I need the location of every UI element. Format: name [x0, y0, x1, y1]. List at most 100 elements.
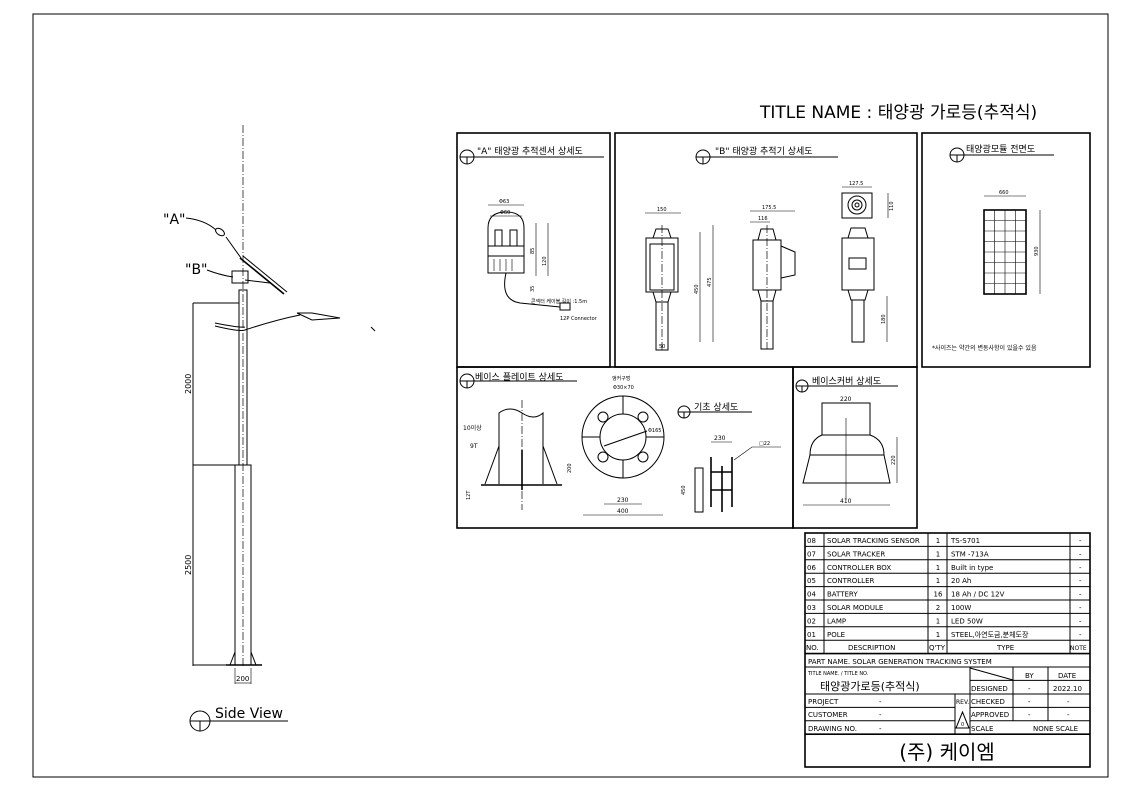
dimension-phi63: Φ63	[499, 199, 509, 205]
cell-no: 04	[807, 591, 816, 599]
dimension-127-5: 127.5	[849, 181, 863, 187]
dimension-110: 110	[889, 201, 895, 211]
dimension-2500: 2500	[184, 555, 193, 575]
cell-type: TS-S701	[950, 537, 980, 545]
cell-type: Built in type	[951, 564, 993, 572]
cell-desc: SOLAR TRACKING SENSOR	[827, 537, 920, 545]
cell-type: 18 Ah / DC 12V	[951, 591, 1005, 599]
cell-type: STM -713A	[951, 550, 989, 558]
dimension-50: 50	[659, 344, 665, 350]
dimension-150: 150	[657, 207, 667, 213]
cell-type: LED 50W	[951, 617, 983, 625]
cell-note: -	[1079, 604, 1082, 612]
dimension-phi60: Φ60	[500, 210, 510, 216]
dimension-230: 230	[714, 435, 726, 442]
cell-no: 06	[807, 564, 816, 572]
cell-note: -	[1079, 577, 1082, 585]
cell-desc: POLE	[827, 631, 845, 639]
parts-table-row: 06 CONTROLLER BOX 1 Built in type -	[805, 564, 1090, 574]
cell-desc: SOLAR MODULE	[827, 604, 883, 612]
cell-desc: BATTERY	[827, 591, 858, 599]
designed-date: 2022.10	[1053, 685, 1082, 693]
cell-qty: 16	[934, 591, 943, 599]
dimension-450: 450	[694, 284, 700, 294]
cell-qty: 1	[936, 631, 940, 639]
dimension-200: 200	[567, 463, 573, 473]
cell-desc: CONTROLLER BOX	[827, 564, 891, 572]
drawing-no-label: DRAWING NO.	[808, 725, 857, 733]
cell-note: -	[1079, 631, 1082, 639]
dimension-2000: 2000	[184, 374, 193, 394]
approved-date: -	[1067, 711, 1070, 719]
project-value: -	[879, 698, 882, 706]
cell-qty: 1	[936, 577, 940, 585]
checked-label: CHECKED	[971, 698, 1005, 706]
side-view-label: Side View	[215, 706, 283, 722]
cell-type: 100W	[951, 604, 971, 612]
cell-desc: LAMP	[827, 617, 846, 625]
diagonal-cell	[969, 667, 1014, 681]
title-name-label: TITLE NAME. / TITLE NO.	[807, 671, 869, 677]
base-plate-title: 베이스 플레이트 상세도	[475, 372, 564, 383]
dimension-10: 10이상	[463, 424, 482, 432]
anchor-hole-label: 앵커구멍	[612, 375, 630, 382]
sensor-dome	[487, 211, 525, 247]
cell-note: -	[1079, 617, 1082, 625]
header-no: NO.	[806, 644, 819, 652]
cell-no: 05	[807, 577, 816, 585]
lamp-head	[296, 312, 341, 321]
dimension-85: 85	[530, 248, 536, 254]
scale-label: SCALE	[971, 725, 993, 733]
dimension-175-5: 175.5	[762, 205, 776, 211]
tracker-box	[231, 270, 249, 284]
revision-number: 0	[961, 722, 964, 728]
header-note: NOTE	[1070, 645, 1087, 652]
header-qty: Q'TY	[929, 644, 946, 652]
dimension-116: 116	[758, 216, 768, 222]
cable-length-note: 콘넥터 케이블 길이 :1.5m	[531, 298, 587, 305]
customer-value: -	[879, 711, 882, 719]
base-plate-panel: 베이스 플레이트 상세도 10이상 9T 200 12T 앵커구멍 Φ30×70…	[456, 366, 794, 529]
cell-note: -	[1079, 591, 1082, 599]
dimension-220-height: 220	[891, 455, 897, 465]
dimension-230: 230	[617, 497, 629, 504]
dimension-12t: 12T	[466, 490, 472, 500]
dimension-220-width: 220	[840, 396, 852, 403]
cell-desc: SOLAR TRACKER	[827, 550, 885, 558]
drawing-title: TITLE NAME : 태양광 가로등(추적식)	[759, 103, 1037, 123]
cell-qty: 2	[936, 604, 940, 612]
cell-type: 20 Ah	[951, 577, 971, 585]
cell-qty: 1	[936, 564, 940, 572]
cell-qty: 1	[936, 550, 940, 558]
sheet-border	[32, 13, 1109, 778]
rebar-size: □22	[759, 441, 770, 447]
dimension-400: 400	[617, 508, 629, 515]
approved-label: APPROVED	[971, 711, 1009, 719]
header-type: TYPE	[996, 644, 1014, 652]
designed-label: DESIGNED	[971, 685, 1008, 693]
checked-by: -	[1028, 698, 1031, 706]
dimension-410: 410	[840, 498, 852, 505]
rev-label: REV.	[956, 699, 969, 706]
callout-a: "A"	[163, 212, 185, 228]
date-label: DATE	[1058, 672, 1076, 680]
cell-qty: 1	[936, 537, 940, 545]
designed-by: -	[1028, 685, 1031, 693]
project-label: PROJECT	[808, 698, 839, 706]
detail-a-title: "A" 태양광 추적센서 상세도	[477, 145, 583, 157]
cell-no: 02	[807, 617, 816, 625]
title-name-value: 태양광가로등(추적식)	[820, 680, 920, 693]
dimension-200: 200	[236, 675, 249, 683]
tracking-sensor	[215, 227, 225, 237]
solar-panel	[239, 257, 285, 295]
cell-note: -	[1079, 564, 1082, 572]
scale-value: NONE SCALE	[1033, 725, 1078, 733]
side-view: "A" "B" 2000 2500 200 Side View	[163, 125, 376, 732]
connector	[559, 302, 571, 311]
